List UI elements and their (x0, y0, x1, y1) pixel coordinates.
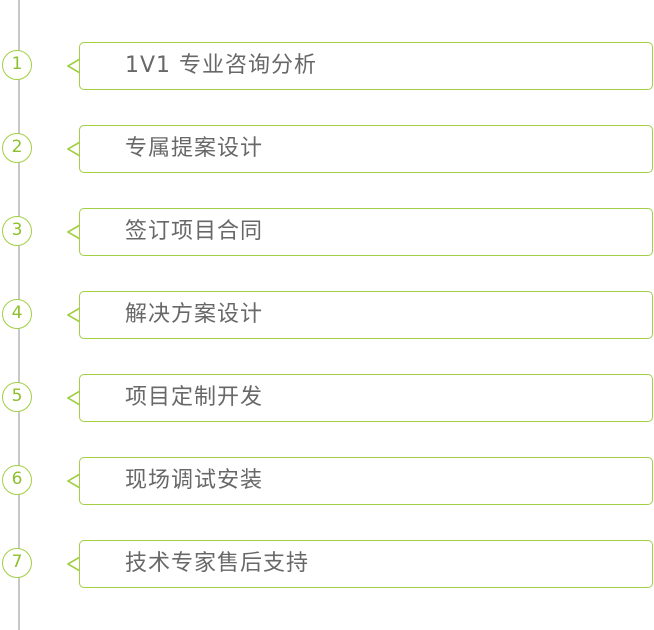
step-number-badge: 1 (2, 50, 32, 80)
step-card: 解决方案设计 (79, 291, 653, 339)
step-number-badge: 2 (2, 133, 32, 163)
step-4: 4 解决方案设计 (0, 291, 654, 339)
step-7: 7 技术专家售后支持 (0, 540, 654, 588)
step-2: 2 专属提案设计 (0, 125, 654, 173)
step-label: 项目定制开发 (125, 385, 264, 410)
step-number-badge: 7 (2, 548, 32, 578)
step-card: 专属提案设计 (79, 125, 653, 173)
step-card: 技术专家售后支持 (79, 540, 653, 588)
step-label: 1V1 专业咨询分析 (125, 53, 318, 78)
step-5: 5 项目定制开发 (0, 374, 654, 422)
step-number-badge: 4 (2, 299, 32, 329)
step-number-badge: 3 (2, 216, 32, 246)
step-label: 现场调试安装 (125, 468, 264, 493)
step-card: 1V1 专业咨询分析 (79, 42, 653, 90)
step-number-badge: 6 (2, 465, 32, 495)
step-card: 现场调试安装 (79, 457, 653, 505)
step-label: 签订项目合同 (125, 219, 264, 244)
step-3: 3 签订项目合同 (0, 208, 654, 256)
step-1: 1 1V1 专业咨询分析 (0, 42, 654, 90)
step-number-badge: 5 (2, 382, 32, 412)
step-label: 专属提案设计 (125, 136, 264, 161)
step-6: 6 现场调试安装 (0, 457, 654, 505)
step-card: 项目定制开发 (79, 374, 653, 422)
step-card: 签订项目合同 (79, 208, 653, 256)
step-label: 解决方案设计 (125, 302, 264, 327)
step-label: 技术专家售后支持 (125, 551, 310, 576)
